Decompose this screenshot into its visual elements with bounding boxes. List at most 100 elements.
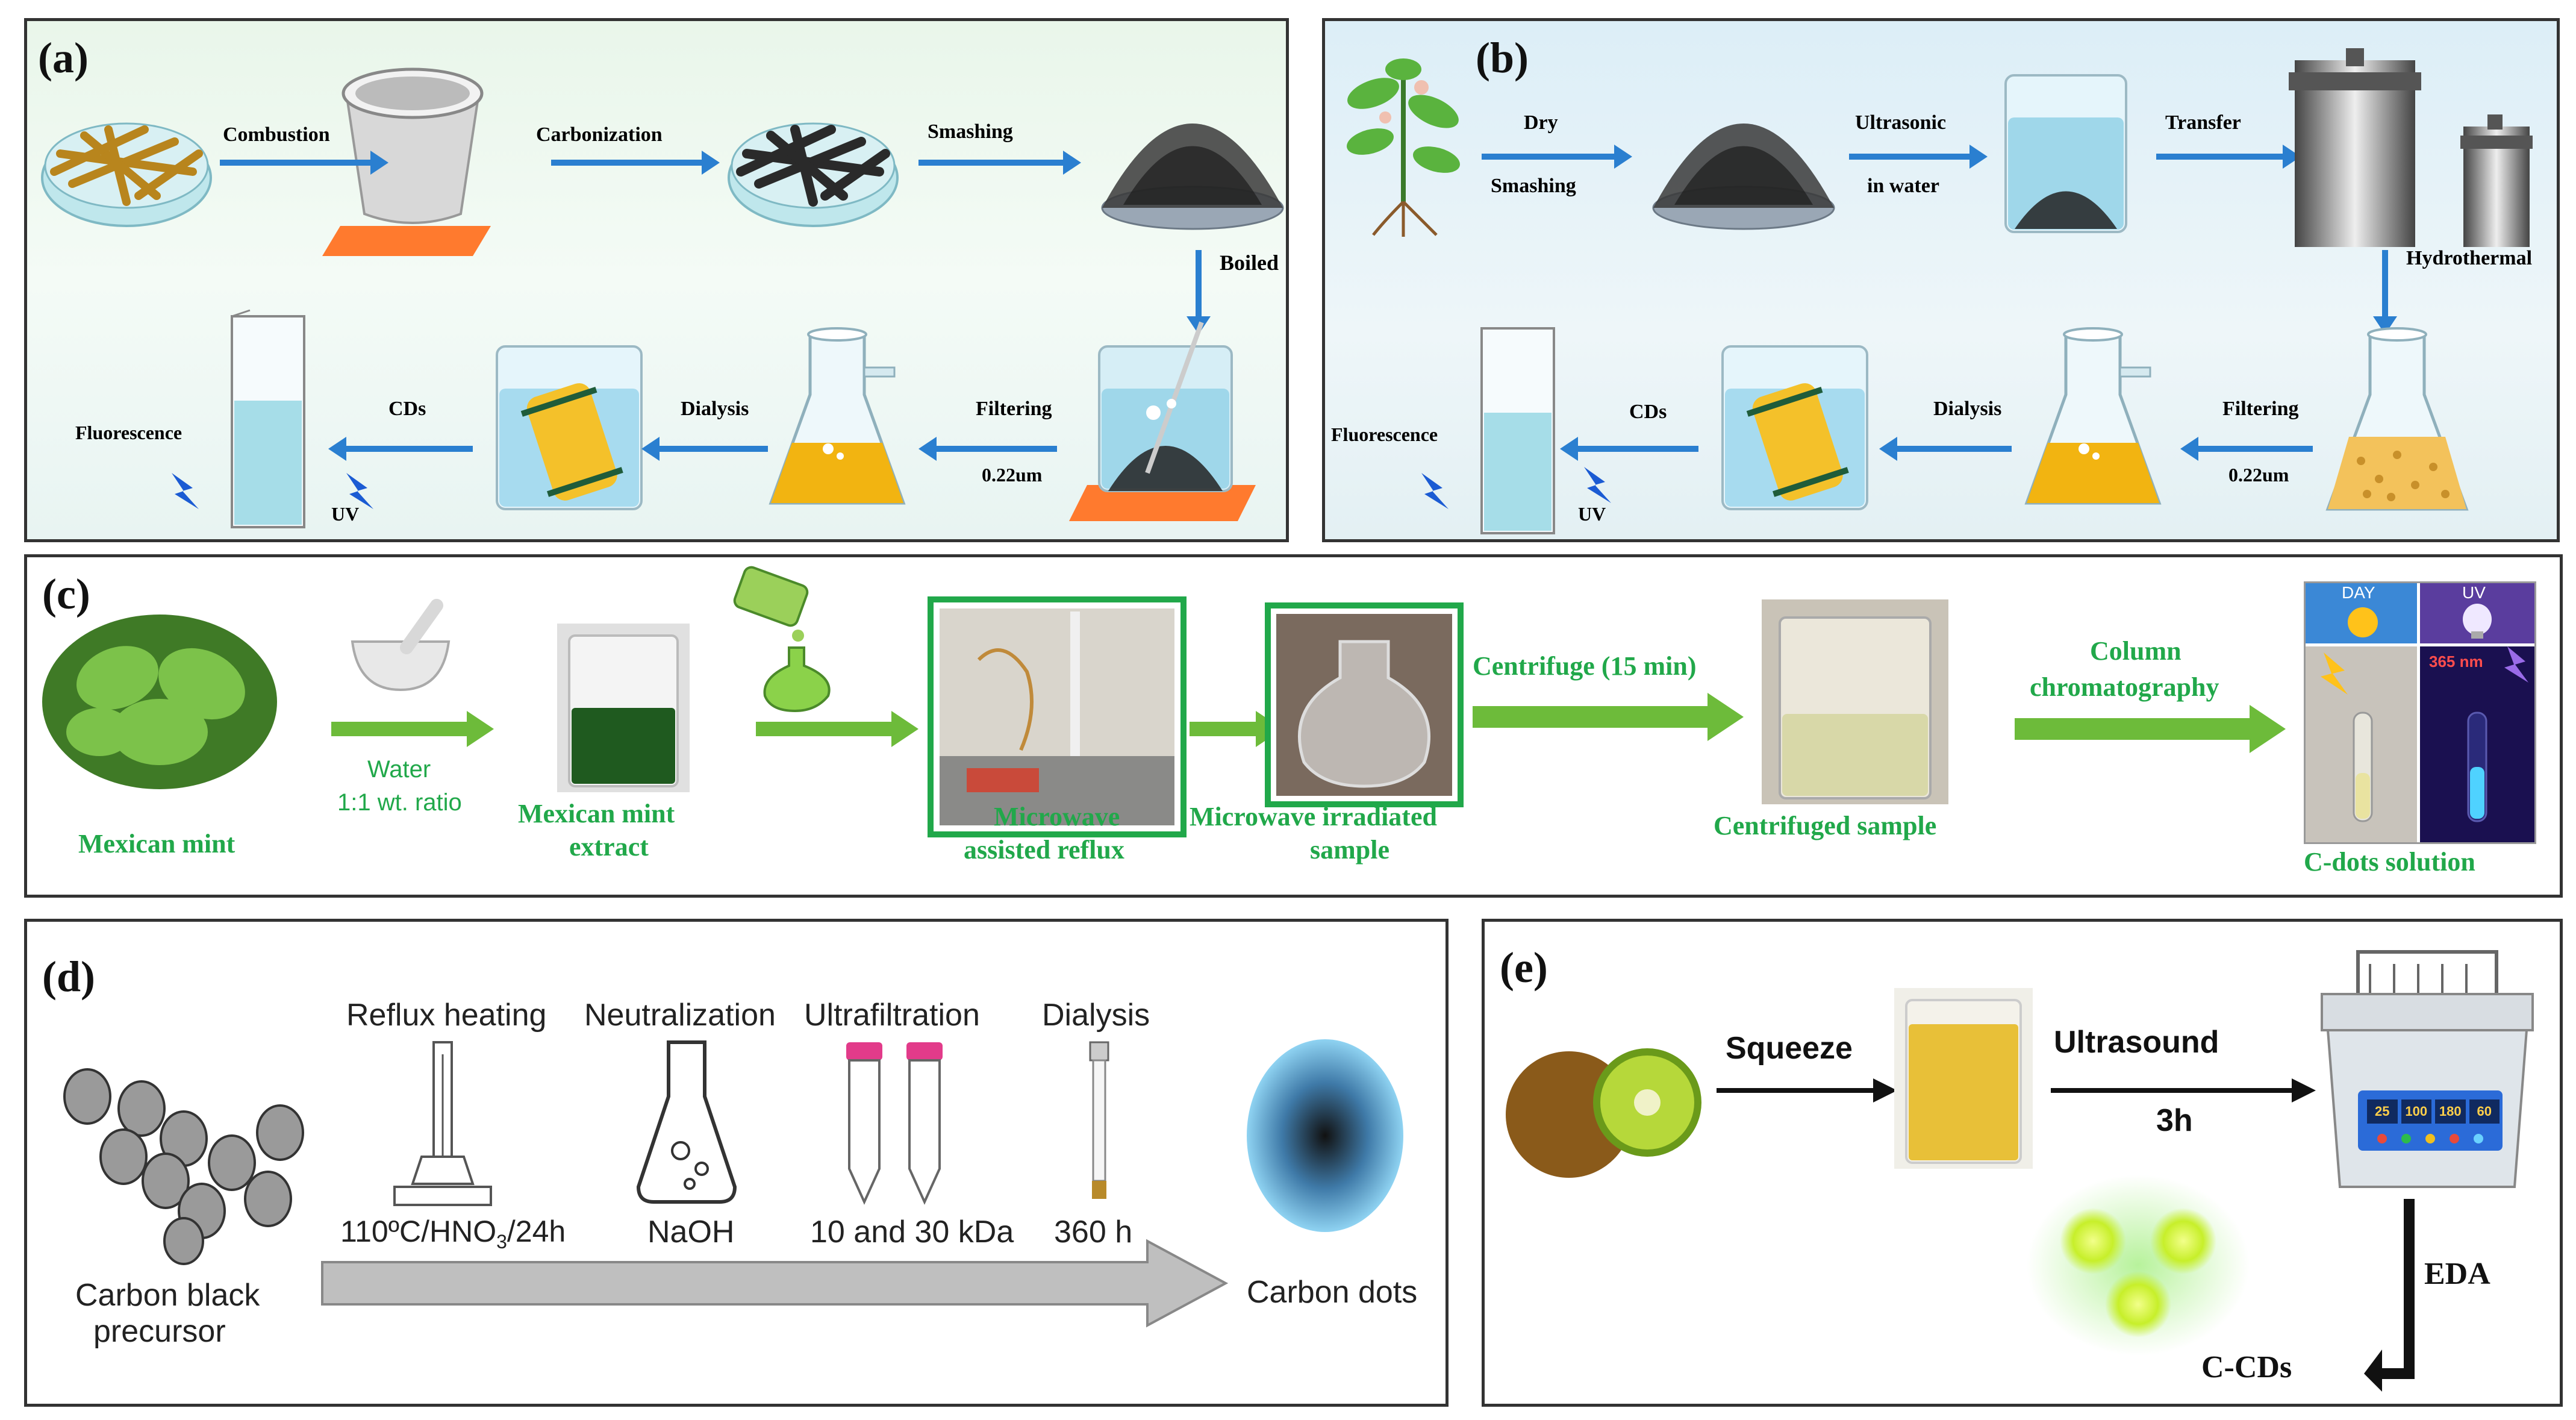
label-fluorescence-b: Fluorescence (1331, 424, 1438, 445)
label-column-1: Column (2090, 636, 2181, 666)
irradiated-sample-photo (1265, 602, 1464, 807)
label-cds-b: CDs (1629, 401, 1667, 423)
hydrothermal-flask-icon (2325, 327, 2469, 511)
petri-dish-leaves-icon (41, 122, 212, 227)
label-dialysis-b: Dialysis (1933, 398, 2002, 420)
label-uv-a: UV (331, 503, 360, 525)
dialysis-beaker-icon (496, 345, 643, 510)
cuvette-icon (231, 309, 305, 528)
label-ultrasonic: Ultrasonic (1855, 111, 1947, 134)
mortar-pestle-icon (351, 599, 451, 692)
arrow-flask (756, 711, 918, 747)
plant-icon (1347, 58, 1460, 237)
label-water: Water (367, 756, 431, 783)
arrow-filtering-b (2180, 437, 2313, 461)
label-cdots: C-dots solution (2304, 847, 2475, 877)
mint-extract-beaker-icon (557, 624, 690, 792)
erlenmeyer-flask-icon (769, 327, 906, 505)
label-fluorescence-a: Fluorescence (75, 422, 182, 443)
label-smashing: Smashing (928, 120, 1013, 143)
reflux-condenser-icon (393, 1041, 492, 1206)
kiwi-icon (1506, 1048, 1701, 1178)
label-smashing-b: Smashing (1491, 175, 1576, 197)
arrow-transfer (2156, 145, 2301, 169)
label-naoh: NaOH (647, 1215, 735, 1250)
panel-b-label: (b) (1476, 34, 1529, 82)
ultrafiltration-tubes-icon (846, 1042, 943, 1205)
label-precursor-1: Carbon black (75, 1278, 260, 1313)
arrow-water (331, 711, 494, 747)
uv-cell: UV (2420, 583, 2534, 643)
uv-lightning-c-icon (2504, 646, 2528, 683)
reflux-cond-b: /24h (507, 1215, 566, 1248)
arrow-smashing (918, 151, 1081, 175)
carbonized-dish-icon (728, 122, 899, 227)
label-kda: 10 and 30 kDa (810, 1215, 1014, 1250)
arrow-column (2015, 705, 2286, 753)
label-combustion: Combustion (223, 124, 330, 146)
panel-a: (a) Combustion Carbonizat (24, 18, 1289, 542)
uv-lightning-icon (346, 473, 373, 509)
uv-vial-icon (2467, 712, 2487, 822)
label-reflux-2: assisted reflux (964, 835, 1124, 865)
panel-c-label: (c) (42, 570, 90, 618)
arrow-centrifuge (1473, 693, 1744, 741)
nm-label: 365 nm (2429, 652, 2483, 671)
panel-a-label: (a) (38, 34, 89, 82)
label-reflux-heating: Reflux heating (346, 998, 547, 1033)
sun-icon (2348, 607, 2378, 637)
arrow-dialysis-b (1879, 437, 2012, 461)
uv-sample-cell: 365 nm (2420, 646, 2534, 842)
label-boiled: Boiled (1220, 251, 1279, 275)
erlenmeyer-flask-b-icon (2024, 327, 2162, 505)
arrow-carbonization (551, 151, 720, 175)
label-dialysis-a: Dialysis (681, 398, 749, 420)
label-ultrasound: Ultrasound (2054, 1025, 2219, 1060)
label-in-water: in water (1867, 175, 1939, 197)
ultrasonic-bath-icon (2321, 950, 2534, 1188)
label-squeeze: Squeeze (1726, 1031, 1853, 1066)
label-irradiated-2: sample (1310, 835, 1389, 865)
powder-pile-b-icon (1652, 124, 1835, 230)
label-filter-size-a: 0.22um (982, 464, 1043, 486)
label-carbonization: Carbonization (536, 124, 663, 146)
arrow-dialysis (641, 437, 768, 461)
day-label: DAY (2342, 583, 2375, 602)
arrow-ultrasound (2051, 1078, 2316, 1103)
autoclave-icon (2289, 48, 2533, 247)
neutralization-flask-icon (636, 1040, 737, 1204)
label-reflux-1: Microwave (994, 802, 1120, 831)
glowing-dots-icon (2027, 1175, 2250, 1356)
cdots-photo-grid: DAY UV 365 nm (2304, 581, 2536, 844)
label-dry: Dry (1524, 111, 1558, 134)
label-filter-size-b: 0.22um (2228, 464, 2289, 486)
arrow-cds (328, 437, 473, 461)
bath-display-1: 25 (2367, 1099, 2398, 1124)
arrow-dry (1482, 145, 1632, 169)
panel-e-label: (e) (1500, 943, 1548, 992)
panel-d-label: (d) (42, 952, 95, 1001)
arrow-eda (2364, 1199, 2415, 1392)
carbon-dot-icon (1247, 1039, 1403, 1232)
uv-bulb-icon (2463, 604, 2492, 639)
label-filtering: Filtering (976, 398, 1052, 420)
kiwi-juice-beaker-icon (1894, 988, 2033, 1169)
panel-b: (b) Dry Smashing Ultrasonic in water Tra… (1322, 18, 2560, 542)
label-transfer: Transfer (2165, 111, 2241, 134)
powder-pile-icon (1101, 124, 1284, 230)
reflux-cond-a: 110ºC/HNO (340, 1215, 497, 1248)
dialysis-cassette-icon (1089, 1041, 1109, 1199)
label-ratio: 1:1 wt. ratio (337, 789, 462, 816)
day-vial-icon (2353, 712, 2373, 822)
label-centrifuge: Centrifuge (15 min) (1473, 651, 1697, 681)
panel-e: (e) Squeeze Ultrasound 3h 25 100 180 (1482, 919, 2563, 1407)
label-carbon-dots: Carbon dots (1247, 1275, 1418, 1310)
ultrasonic-beaker-icon (2004, 74, 2127, 233)
arrow-filtering (918, 437, 1057, 461)
label-mexican-mint: Mexican mint (78, 829, 235, 859)
panel-c: (c) Mexican mint Water 1:1 wt. ratio Mex… (24, 554, 2563, 898)
cuvette-b-icon (1480, 327, 1555, 534)
arrow-hydrothermal (2373, 250, 2397, 334)
panel-d: (d) Carbon black precursor Reflux heatin… (24, 919, 1449, 1407)
uv-lightning-b-icon (1584, 467, 1611, 503)
